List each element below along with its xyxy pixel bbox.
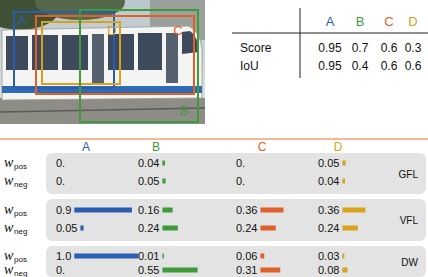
- column-header: D: [408, 15, 417, 28]
- weight-bar: [74, 254, 138, 259]
- weight-symbol: w: [4, 263, 13, 277]
- weight-value: 0.01: [138, 251, 159, 262]
- rail: [0, 108, 205, 112]
- weight-subscript: neg: [14, 270, 27, 277]
- table-cell: 0.7: [352, 42, 369, 54]
- weight-bar: [260, 268, 280, 273]
- door: [166, 33, 178, 83]
- weight-bar: [260, 208, 283, 213]
- weight-value: 0.31: [236, 265, 257, 276]
- weight-bar: [162, 268, 197, 273]
- table-cell: 0.6: [381, 42, 398, 54]
- column-header: C: [258, 141, 267, 153]
- weight-value: 0.: [236, 158, 245, 169]
- weight-bar: [342, 161, 345, 166]
- weight-bar: [342, 268, 347, 273]
- table-cell: 0.6: [405, 60, 422, 72]
- column-header: C: [384, 15, 393, 28]
- table-cell: 0.6: [381, 60, 398, 72]
- weight-symbol: w: [4, 221, 13, 235]
- weight-value: 0.36: [236, 205, 257, 216]
- weight-value: 0.: [56, 176, 65, 187]
- door: [92, 34, 104, 84]
- weight-bar: [74, 208, 132, 213]
- weight-bar: [80, 226, 83, 231]
- weight-value: 0.9: [56, 205, 71, 216]
- weight-value: 0.24: [138, 223, 159, 234]
- row-header: Score: [240, 42, 271, 54]
- table-rule: [232, 33, 428, 34]
- tram-photo: [0, 0, 205, 124]
- weight-bar: [342, 208, 365, 213]
- weight-bar: [260, 226, 275, 231]
- weight-symbol: w: [4, 174, 13, 188]
- column-header: B: [356, 15, 365, 28]
- weight-value: 0.36: [318, 205, 339, 216]
- weight-bar: [342, 254, 344, 259]
- weight-bar: [342, 179, 345, 184]
- column-header: D: [334, 141, 343, 153]
- weight-value: 0.05: [138, 176, 159, 187]
- window: [138, 33, 162, 70]
- weight-value: 1.0: [56, 251, 71, 262]
- weight-value: 0.: [56, 265, 65, 276]
- box-label: B: [180, 104, 189, 117]
- box-label: C: [173, 24, 182, 37]
- column-header: A: [326, 15, 335, 28]
- method-name: VFL: [400, 215, 418, 226]
- weight-bar: [162, 179, 165, 184]
- table-cell: 0.4: [352, 60, 369, 72]
- weight-bar: [342, 226, 357, 231]
- column-header: B: [152, 141, 160, 153]
- weight-symbol: w: [4, 249, 13, 263]
- weight-value: 0.24: [236, 223, 257, 234]
- weight-subscript: neg: [14, 228, 27, 236]
- weight-value: 0.: [236, 176, 245, 187]
- row-header: IoU: [240, 60, 259, 72]
- weight-bar: [162, 161, 165, 166]
- weight-value: 0.08: [318, 265, 339, 276]
- weight-value: 0.03: [318, 251, 339, 262]
- box-label: A: [18, 14, 27, 27]
- weight-value: 0.04: [138, 158, 159, 169]
- weight-subscript: pos: [14, 210, 27, 218]
- box-c: [36, 16, 194, 94]
- weight-value: 0.05: [56, 223, 77, 234]
- column-header: A: [82, 141, 90, 153]
- divider: [0, 138, 428, 140]
- weight-subscript: neg: [14, 181, 27, 189]
- window: [6, 36, 28, 70]
- weight-bar: [162, 208, 172, 213]
- weight-value: 0.: [56, 158, 65, 169]
- weight-bar: [162, 226, 177, 231]
- table-rule: [300, 8, 301, 78]
- table-cell: 0.3: [405, 42, 422, 54]
- window: [62, 35, 88, 70]
- ground: [0, 98, 205, 124]
- weight-value: 0.24: [318, 223, 339, 234]
- weight-value: 0.06: [236, 251, 257, 262]
- weight-bar: [162, 254, 164, 259]
- weight-symbol: w: [4, 203, 13, 217]
- table-cell: 0.95: [318, 60, 341, 72]
- method-name: DW: [401, 256, 418, 267]
- weight-value: 0.55: [138, 265, 159, 276]
- weight-subscript: pos: [14, 163, 27, 171]
- tram-windows: [6, 31, 199, 84]
- table-cell: 0.95: [318, 42, 341, 54]
- weight-subscript: pos: [14, 256, 27, 264]
- weight-symbol: w: [4, 156, 13, 170]
- weight-bar: [260, 254, 264, 259]
- weight-value: 0.16: [138, 205, 159, 216]
- weight-value: 0.04: [318, 176, 339, 187]
- box-a: [14, 12, 114, 88]
- box-label: D: [107, 24, 116, 37]
- weight-value: 0.05: [318, 158, 339, 169]
- front-window: [182, 31, 199, 54]
- box-b: [80, 10, 198, 122]
- method-name: GFL: [399, 168, 418, 179]
